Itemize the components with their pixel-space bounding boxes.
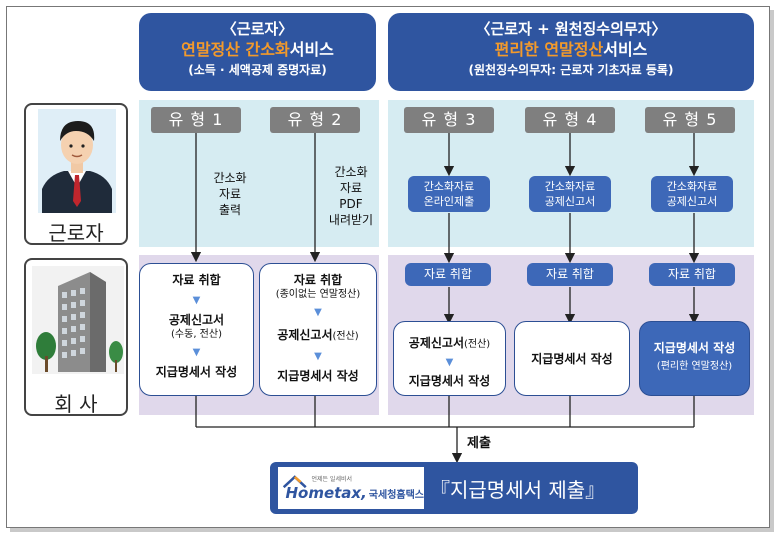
banner-title: 『지급명세서 제출』 — [430, 474, 605, 503]
chevron-down-icon: ▼ — [140, 296, 253, 306]
chevron-down-icon: ▼ — [260, 308, 376, 318]
type4-action-line: 공제신고서 — [545, 194, 596, 209]
type1-step-deduction: 공제신고서 — [140, 312, 253, 328]
type5-action-line: 공제신고서 — [667, 194, 718, 209]
type3-step-statement: 지급명세서 작성 — [394, 373, 505, 389]
type5-action: 간소화자료 공제신고서 — [651, 176, 733, 212]
type2-step-collect-sub: (종이없는 연말정산) — [260, 288, 376, 302]
hometax-logo-row: Hometax,국세청홈택스 — [285, 483, 424, 502]
type1-step-statement: 지급명세서 작성 — [140, 364, 253, 380]
type1-action-line: 자료 — [205, 186, 255, 202]
type2-action-line: 자료 — [320, 180, 382, 196]
hometax-submission-banner: 언제든 일세비서 Hometax,국세청홈택스 『지급명세서 제출』 — [270, 462, 638, 514]
hometax-logo: 언제든 일세비서 Hometax,국세청홈택스 — [278, 467, 424, 509]
chevron-down-icon: ▼ — [260, 352, 376, 362]
chevron-down-icon: ▼ — [140, 348, 253, 358]
type5-step-statement: 지급명세서 작성 — [640, 340, 749, 356]
type1-company-box: 자료 취합 ▼ 공제신고서 (수동, 전산) ▼ 지급명세서 작성 — [139, 263, 254, 396]
submit-label: 제출 — [467, 432, 491, 451]
type2-action-line: 내려받기 — [320, 212, 382, 228]
type1-action: 간소화 자료 출력 — [205, 170, 255, 218]
type2-step-deduction-suffix: (전산) — [333, 331, 359, 342]
type3-step-deduction-label: 공제신고서 — [409, 336, 464, 350]
type4-action-line: 간소화자료 — [545, 179, 596, 194]
type2-action-line: PDF — [320, 196, 382, 212]
type3-company-box: 공제신고서(전산) ▼ 지급명세서 작성 — [393, 321, 506, 396]
type2-step-deduction-label: 공제신고서 — [277, 328, 332, 342]
type5-action-line: 간소화자료 — [667, 179, 718, 194]
type1-action-line: 간소화 — [205, 170, 255, 186]
type2-step-collect: 자료 취합 — [260, 272, 376, 288]
hometax-logo-main: Hometax, — [285, 484, 366, 502]
hometax-logo-text: 언제든 일세비서 Hometax,국세청홈택스 — [285, 474, 424, 502]
type2-step-deduction: 공제신고서(전산) — [260, 324, 376, 344]
chevron-down-icon: ▼ — [394, 358, 505, 368]
type4-step-statement: 지급명세서 작성 — [531, 351, 612, 367]
type3-action-line: 간소화자료 — [424, 179, 475, 194]
type3-step-deduction-suffix: (전산) — [464, 339, 490, 350]
type2-action: 간소화 자료 PDF 내려받기 — [320, 164, 382, 228]
type4-action: 간소화자료 공제신고서 — [529, 176, 611, 212]
type4-collect: 자료 취합 — [527, 263, 613, 286]
type2-action-line: 간소화 — [320, 164, 382, 180]
type3-collect: 자료 취합 — [405, 263, 491, 286]
type5-collect: 자료 취합 — [649, 263, 735, 286]
type5-company-box: 지급명세서 작성 (편리한 연말정산) — [639, 321, 750, 396]
type1-action-line: 출력 — [205, 202, 255, 218]
hometax-logo-small: 언제든 일세비서 — [311, 474, 424, 483]
type5-step-statement-sub: (편리한 연말정산) — [640, 360, 749, 374]
type1-step-deduction-sub: (수동, 전산) — [140, 328, 253, 342]
type2-company-box: 자료 취합 (종이없는 연말정산) ▼ 공제신고서(전산) ▼ 지급명세서 작성 — [259, 263, 377, 396]
type3-action-line: 온라인제출 — [424, 194, 475, 209]
type1-step-collect: 자료 취합 — [140, 272, 253, 288]
type4-company-box: 지급명세서 작성 — [514, 321, 630, 396]
type3-step-deduction: 공제신고서(전산) — [394, 332, 505, 352]
type3-action: 간소화자료 온라인제출 — [408, 176, 490, 212]
hometax-logo-korean: 국세청홈택스 — [369, 490, 424, 501]
type2-step-statement: 지급명세서 작성 — [260, 368, 376, 384]
